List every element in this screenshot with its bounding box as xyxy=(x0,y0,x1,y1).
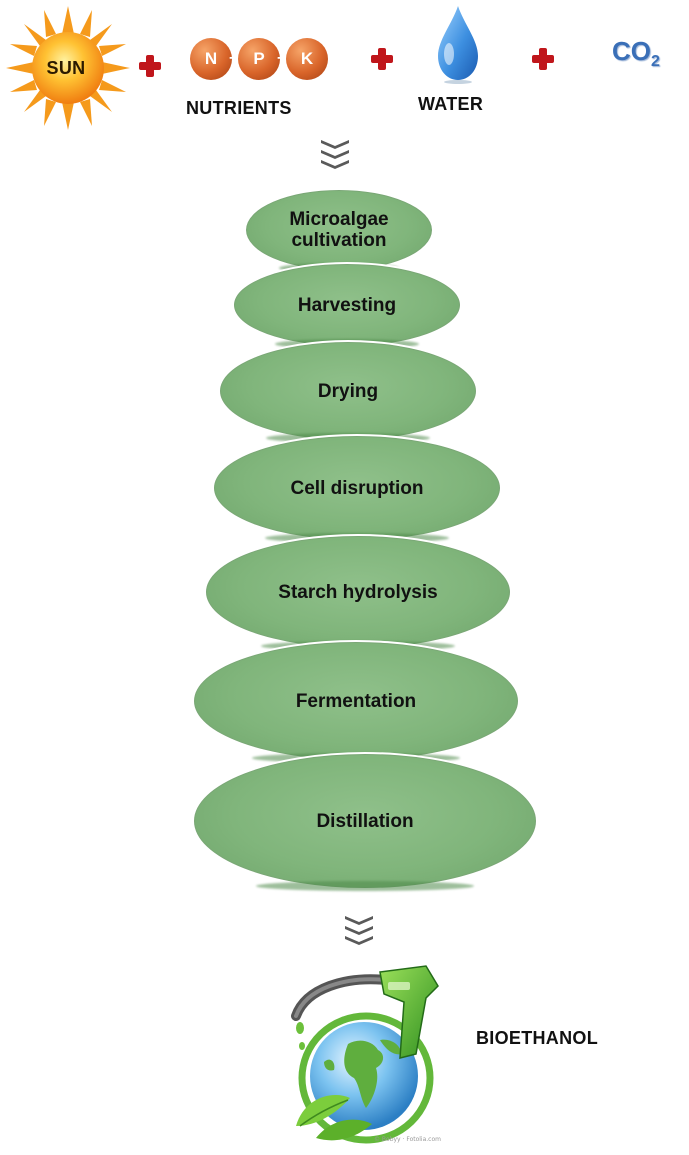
npk-nutrients-icon: N P K + + xyxy=(190,36,330,82)
step-label: Cell disruption xyxy=(290,477,424,499)
sun-label: SUN xyxy=(46,58,86,78)
step-label: Starch hydrolysis xyxy=(278,581,438,603)
step-label: Drying xyxy=(317,380,379,402)
water-drop-icon xyxy=(432,4,484,84)
sun-icon xyxy=(4,4,132,132)
bioethanol-label: BIOETHANOL xyxy=(476,1028,598,1048)
step-starch-hydrolysis: Starch hydrolysis xyxy=(204,534,512,650)
down-chevrons-icon xyxy=(344,914,374,948)
nutrients-label: NUTRIENTS xyxy=(186,98,292,118)
water-label: WATER xyxy=(418,94,484,114)
step-label: Distillation xyxy=(316,810,414,832)
step-label: Microalgae cultivation xyxy=(289,209,389,251)
co2-text: CO xyxy=(612,36,651,66)
npk-letter-k: K xyxy=(300,49,314,68)
step-distillation: Distillation xyxy=(192,752,538,890)
step-microalgae-cultivation: Microalgae cultivation xyxy=(244,188,434,272)
bioethanol-globe-icon: © Bobyy · Fotolia.com xyxy=(276,958,456,1150)
co2-subscript: 2 xyxy=(651,53,660,71)
step-label: Harvesting xyxy=(297,294,397,316)
co2-label: CO2 xyxy=(612,36,660,71)
step-label: Fermentation xyxy=(295,690,417,712)
plus-icon xyxy=(371,48,393,70)
step-cell-disruption: Cell disruption xyxy=(212,434,502,542)
image-credit: © Bobyy · Fotolia.com xyxy=(374,1136,441,1143)
step-drying: Drying xyxy=(218,340,478,442)
step-harvesting: Harvesting xyxy=(232,262,462,348)
plus-icon xyxy=(139,55,161,77)
down-chevrons-icon xyxy=(320,138,350,172)
npk-letter-p: P xyxy=(253,49,265,68)
npk-letter-n: N xyxy=(204,49,218,68)
plus-icon xyxy=(532,48,554,70)
step-fermentation: Fermentation xyxy=(192,640,520,762)
